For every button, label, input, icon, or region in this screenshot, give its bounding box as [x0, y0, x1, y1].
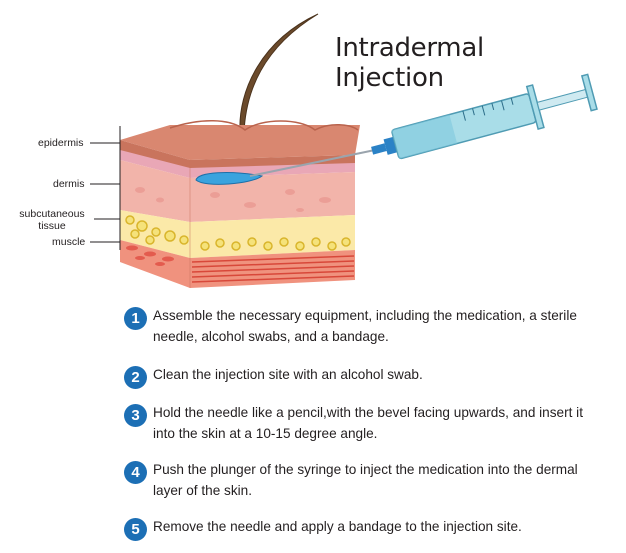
label-subcutaneous-tissue: subcutaneous tissue [15, 208, 89, 232]
step-2: 2 Clean the injection site with an alcoh… [124, 365, 593, 389]
step-number-badge: 2 [124, 366, 147, 389]
step-text: Push the plunger of the syringe to injec… [153, 462, 578, 498]
step-text: Assemble the necessary equipment, includ… [153, 308, 577, 344]
label-dermis: dermis [53, 178, 85, 190]
skin-front-layers [120, 140, 355, 288]
muscle-layer [120, 240, 355, 288]
dermis-layer [120, 160, 355, 222]
step-1: 1 Assemble the necessary equipment, incl… [124, 306, 593, 347]
step-text: Remove the needle and apply a bandage to… [153, 519, 522, 534]
syringe-icon [371, 73, 598, 160]
step-text: Hold the needle like a pencil,with the b… [153, 405, 583, 441]
label-muscle: muscle [52, 236, 86, 248]
skin-top-surface [120, 125, 360, 160]
step-5: 5 Remove the needle and apply a bandage … [124, 517, 593, 541]
title-line-1: Intradermal [335, 33, 484, 63]
layer-bracket [90, 126, 121, 250]
step-number-badge: 4 [124, 461, 147, 484]
medication-bleb [195, 172, 264, 185]
title-line-2: Injection [335, 63, 444, 93]
step-text: Clean the injection site with an alcohol… [153, 367, 423, 382]
step-4: 4 Push the plunger of the syringe to inj… [124, 460, 593, 501]
label-subcutaneous-line1: subcutaneous [19, 208, 85, 220]
label-subcutaneous-line2: tissue [38, 220, 66, 232]
skin-injection-illustration [90, 13, 598, 288]
diagram-title: Intradermal Injection [335, 33, 484, 93]
hair-icon [239, 13, 319, 133]
needle [249, 149, 376, 177]
label-epidermis: epidermis [38, 137, 84, 149]
step-3: 3 Hold the needle like a pencil,with the… [124, 403, 593, 444]
step-number-badge: 1 [124, 307, 147, 330]
step-number-badge: 3 [124, 404, 147, 427]
step-number-badge: 5 [124, 518, 147, 541]
